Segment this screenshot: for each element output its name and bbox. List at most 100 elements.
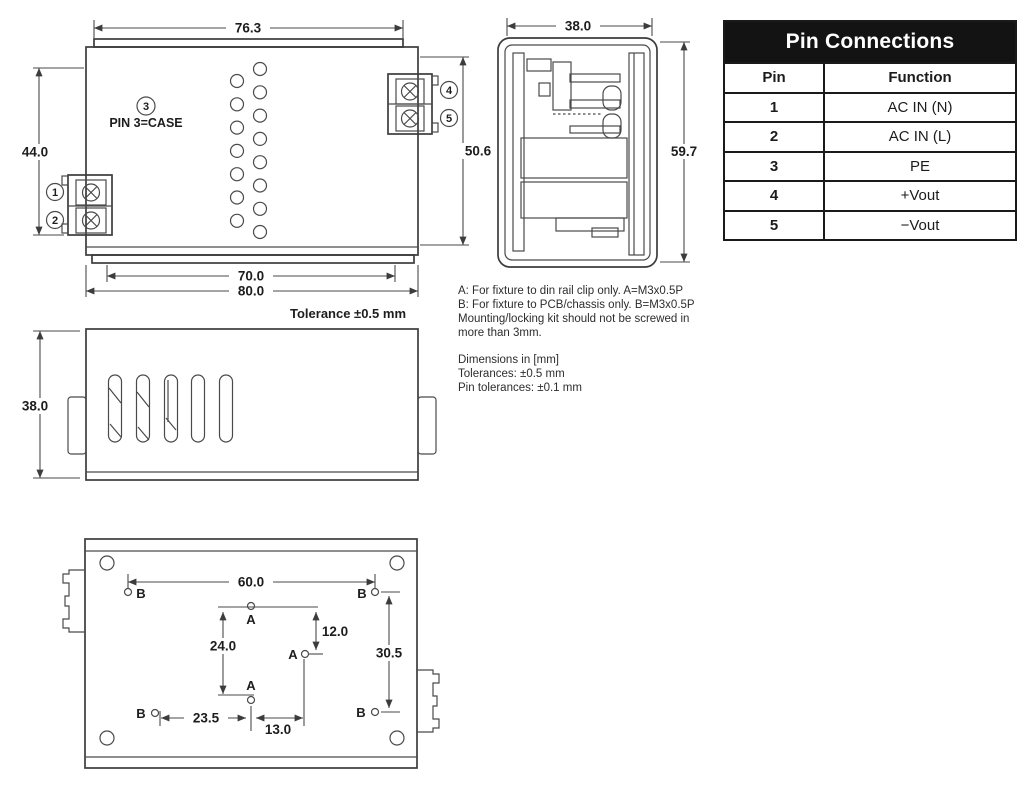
note-tolerances: Tolerances: ±0.5 mm [458,368,565,380]
pin-column-header: Pin [725,64,825,92]
pin1-number: 1 [52,187,58,199]
dim-label: 24.0 [210,639,236,654]
pin-table-row: 2 AC IN (L) [725,121,1015,151]
pin3-circle-marker [136,96,156,116]
pin3-case-note: PIN 3=CASE [109,116,182,130]
terminal-block-right [387,73,439,135]
vent-case-body [85,328,419,481]
note-pin-tolerances: Pin tolerances: ±0.1 mm [458,382,582,394]
pin4-circle-marker [439,80,459,100]
technical-drawing: 3 PIN 3=CASE 1 2 [14,18,706,769]
hole-a-label: A [246,678,256,693]
screw-terminal-4 [395,78,425,105]
pin-function: AC IN (N) [887,98,953,116]
vent-slots [107,374,234,443]
pin-table-header-row: Pin Function [725,62,1015,92]
pin2-circle-marker [45,210,65,230]
bottom-view: B B B B A A A 60.0 24.0 12.0 [62,538,440,769]
front-case-top-flange [93,38,404,48]
pin-table-row: 5 −Vout [725,209,1015,239]
screw-terminal-2 [75,207,107,234]
note-fixture-b: B: For fixture to PCB/chassis only. B=M3… [458,299,695,311]
screw-terminal-5 [395,105,425,132]
mounting-holes-a [246,601,310,705]
dim-front-left-height: 44.0 [14,67,84,236]
front-view: 3 PIN 3=CASE 1 2 [14,20,501,299]
dim-front-right-height: 50.6 [420,56,501,246]
pin2-number: 2 [52,215,58,227]
note-fixture-a: A: For fixture to din rail clip only. A=… [458,285,684,297]
hole-b-label: B [136,706,145,721]
dim-label: 13.0 [265,722,291,737]
dim-bottom-a-step-horizontal: 13.0 [256,714,303,737]
dim-label: 76.3 [235,21,262,36]
side-case-outline [497,37,658,268]
pin-table-row: 3 PE [725,150,1015,180]
dim-label: 38.0 [565,19,591,34]
dim-label: 12.0 [322,624,348,639]
dim-bottom-a-vertical: 24.0 [201,612,245,694]
pin5-number: 5 [446,113,452,125]
note-dimensions-unit: Dimensions in [mm] [458,354,559,366]
dim-front-top-width: 76.3 [93,20,404,38]
tolerance-note: Tolerance ±0.5 mm [290,306,406,321]
dim-label: 59.7 [671,144,697,159]
dim-vent-height: 38.0 [14,330,80,479]
pin1-circle-marker [45,182,65,202]
dim-label: 44.0 [22,145,48,160]
dim-side-height: 59.7 [660,41,706,263]
function-column-header: Function [888,69,952,87]
pin-number: 5 [725,211,825,239]
front-case-body [85,46,419,256]
pin5-circle-marker [439,108,459,128]
dim-label: 50.6 [465,144,492,159]
bottom-case-body [84,538,418,769]
pin-connections-table: Pin Connections Pin Function 1 AC IN (N)… [723,20,1017,241]
dim-bottom-b-span: 60.0 [127,574,376,590]
pin-table-row: 4 +Vout [725,180,1015,210]
dim-label: 80.0 [238,284,264,299]
vent-holes [229,61,268,240]
pin3-number: 3 [143,101,149,113]
pin-number: 4 [725,182,825,210]
pin4-number: 4 [446,85,453,97]
front-case-bottom-flange [91,254,415,264]
dim-label: 30.5 [376,646,403,661]
pin-function: −Vout [900,216,940,234]
hole-b-label: B [356,705,365,720]
mounting-holes-b [123,587,380,718]
pin-number: 3 [725,152,825,180]
dim-bottom-b-to-a: 23.5 [159,710,246,726]
vent-view: 38.0 Tolerance ±0.5 mm [14,306,437,481]
corner-holes [99,555,405,746]
vent-right-tab [417,396,437,455]
drawing-notes: A: For fixture to din rail clip only. A=… [458,284,723,395]
pin-function: PE [909,157,930,175]
dim-label: 70.0 [238,269,264,284]
dim-label: 60.0 [238,575,264,590]
pin-number: 1 [725,93,825,121]
internal-components [520,58,628,238]
pin-table-row: 1 AC IN (N) [725,91,1015,121]
hole-b-label: B [357,586,366,601]
dim-side-width: 38.0 [506,18,653,36]
screw-terminal-1 [75,179,107,206]
note-mounting-kit-2: more than 3mm. [458,327,542,339]
dim-label: 23.5 [193,711,220,726]
pin-number: 2 [725,123,825,151]
hole-a-label: A [246,612,256,627]
note-mounting-kit: Mounting/locking kit should not be screw… [458,313,690,325]
bottom-left-clip-tab [62,569,85,633]
hole-b-label: B [136,586,145,601]
dim-front-full-width: 80.0 [85,265,419,299]
dim-front-inner-width: 70.0 [106,265,396,284]
hole-a-label: A [288,647,298,662]
pin-function: +Vout [900,187,940,205]
pin-function: AC IN (L) [888,128,952,146]
dim-bottom-a-step-vertical: 12.0 [312,612,348,650]
vent-left-tab [67,396,87,455]
dim-bottom-b-right-span: 30.5 [368,591,411,713]
side-view: 38.0 59.7 [497,18,706,268]
dim-label: 38.0 [22,399,48,414]
